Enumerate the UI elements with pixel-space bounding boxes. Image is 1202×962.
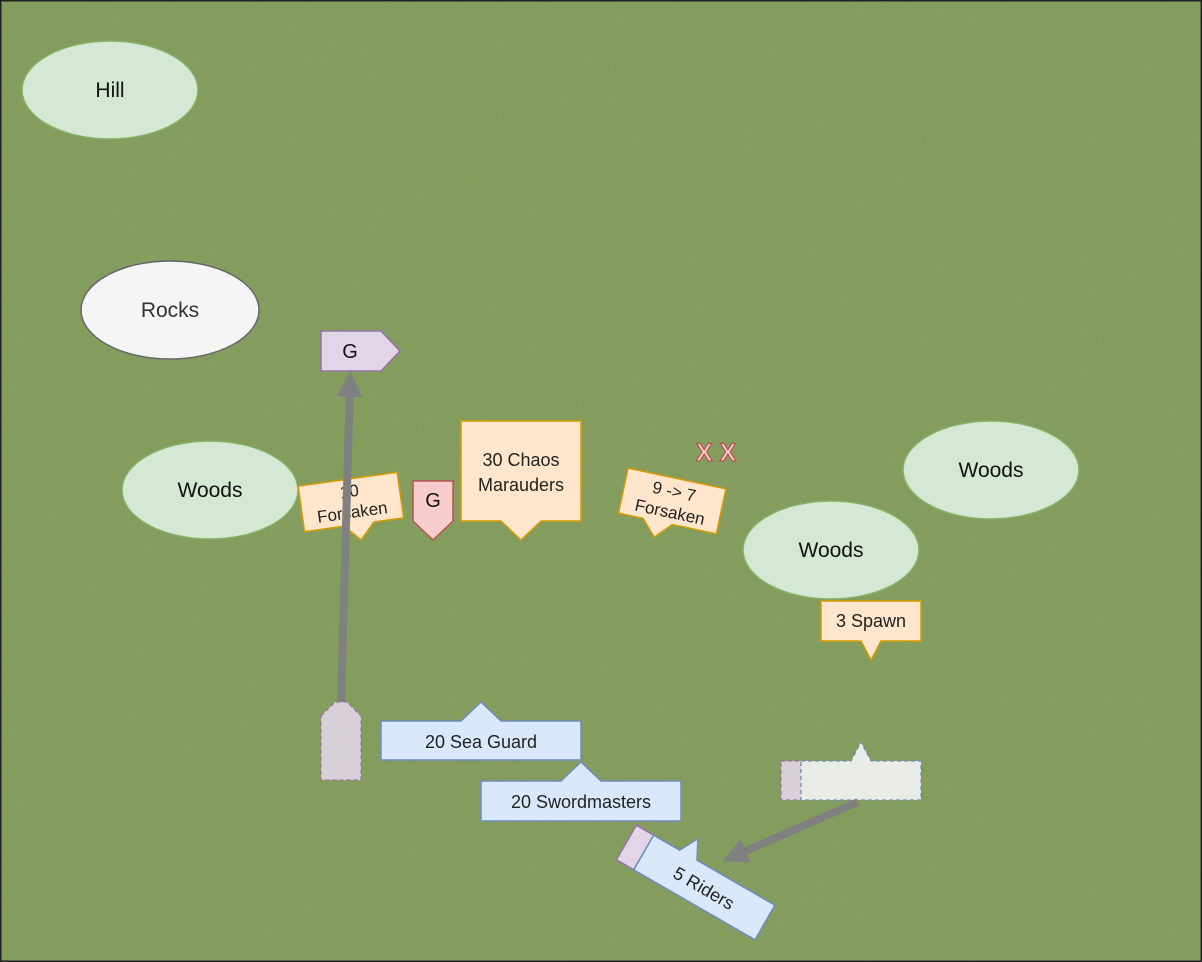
swordmasters-unit[interactable]: 20 Swordmasters (480, 760, 682, 822)
ghost-riders-previous-position (780, 740, 922, 801)
general-move-arrow (336, 371, 363, 703)
rocks-label: Rocks (141, 299, 199, 322)
marauders-line1: 30 Chaos (482, 450, 559, 470)
marauders-line2: Marauders (478, 475, 564, 495)
riders-move-arrow (722, 798, 860, 863)
woods-left-label: Woods (178, 479, 243, 502)
spawn-unit[interactable]: 3 Spawn (820, 600, 922, 662)
woods-left-terrain[interactable]: Woods (121, 440, 299, 540)
woods-right-mid-terrain[interactable]: Woods (742, 500, 920, 600)
enemy-general-top-token[interactable]: G (320, 330, 402, 372)
chaos-marauders-unit[interactable]: 30 Chaos Marauders (460, 420, 582, 542)
woods-right-mid-label: Woods (799, 539, 864, 562)
woods-right-top-label: Woods (959, 459, 1024, 482)
enemy-general-mid-token[interactable]: G (412, 480, 454, 542)
sea-guard-label: 20 Sea Guard (425, 732, 537, 752)
sea-guard-unit[interactable]: 20 Sea Guard (380, 700, 582, 761)
spawn-label: 3 Spawn (836, 611, 906, 631)
woods-right-top-terrain[interactable]: Woods (902, 420, 1080, 520)
casualty-marks: X X (696, 439, 737, 467)
hill-label: Hill (95, 79, 124, 102)
forsaken-right-unit[interactable]: 9 -> 7 Forsaken (615, 467, 727, 549)
enemy-general-top-label: G (342, 341, 358, 363)
hill-terrain[interactable]: Hill (21, 40, 199, 140)
rocks-terrain[interactable]: Rocks (80, 260, 260, 360)
enemy-general-mid-label: G (425, 490, 441, 512)
swordmasters-label: 20 Swordmasters (511, 792, 651, 812)
ghost-general-previous-position (320, 701, 362, 781)
